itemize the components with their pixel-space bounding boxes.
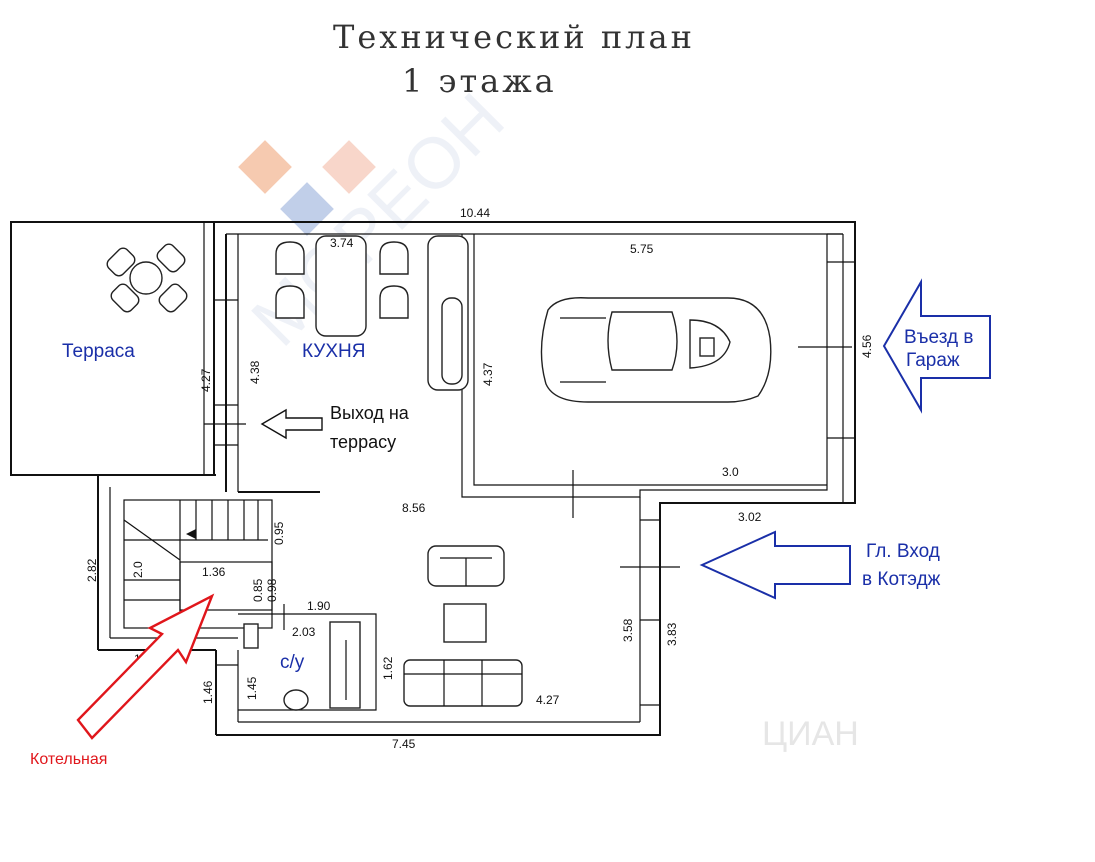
dim-boiler-h1: 0.85 bbox=[251, 578, 265, 602]
toilet-icon bbox=[283, 689, 309, 711]
dim-right-lower-top: 3.02 bbox=[738, 510, 762, 524]
main-entry-label-2: в Котэдж bbox=[862, 569, 941, 590]
dim-kitchen-table: 3.74 bbox=[330, 236, 354, 250]
garage: 5.75 4.37 4.56 3.0 bbox=[481, 242, 874, 518]
main-entry-label-1: Гл. Вход bbox=[866, 541, 940, 562]
dim-bath-left-2: 1.46 bbox=[201, 680, 215, 704]
dim-living-right-1: 3.58 bbox=[621, 618, 635, 642]
sofa-icon bbox=[403, 659, 523, 707]
main-entry-arrow: Гл. Вход в Котэдж bbox=[699, 530, 941, 600]
boiler-label: Котельная bbox=[30, 751, 107, 768]
terrace-exit-arrow: Выход на террасу bbox=[204, 403, 410, 452]
dim-bath-right: 1.62 bbox=[381, 656, 395, 680]
garage-entry-label-2: Гараж bbox=[906, 350, 960, 371]
dim-bath-left-1: 1.45 bbox=[245, 676, 259, 700]
kitchen-furniture: 3.74 КУХНЯ 4.38 bbox=[248, 235, 469, 391]
terrace-table-icon bbox=[106, 243, 188, 313]
dim-garage-left: 4.37 bbox=[481, 362, 495, 386]
dim-bath-top: 1.90 bbox=[307, 599, 331, 613]
dim-stair-run: 2.0 bbox=[131, 561, 145, 578]
armchair-icon bbox=[427, 545, 505, 587]
living-area: 4.27 3.58 3.83 bbox=[403, 545, 680, 707]
kitchen-table-icon bbox=[315, 235, 367, 337]
watermark-corner: ЦИАН bbox=[762, 715, 859, 753]
dim-living-bottom: 4.27 bbox=[536, 693, 560, 707]
dim-living-right-2: 3.83 bbox=[665, 622, 679, 646]
dim-bottom-total: 7.45 bbox=[392, 737, 416, 751]
terrace: Терраса 4.27 bbox=[10, 221, 215, 476]
dim-top-total: 10.44 bbox=[460, 206, 490, 220]
dim-stair-width: 2.82 bbox=[85, 558, 99, 582]
garage-entry-label-1: Въезд в bbox=[904, 327, 973, 348]
bathroom-label: с/у bbox=[280, 652, 305, 673]
dim-hall: 8.56 bbox=[402, 501, 426, 515]
terrace-exit-label-2: террасу bbox=[330, 432, 396, 452]
dim-garage-bottom: 3.0 bbox=[722, 465, 739, 479]
plan-title-line2: 1 этажа bbox=[402, 62, 557, 100]
dim-garage-right: 4.56 bbox=[860, 334, 874, 358]
boiler-arrow: Котельная bbox=[30, 593, 215, 768]
shower-icon bbox=[329, 621, 361, 709]
bathroom: 1.90 2.03 с/у 1.62 1.45 1.46 bbox=[201, 599, 395, 711]
dim-terrace-left: 4.27 bbox=[199, 368, 213, 392]
garage-entry-arrow: Въезд в Гараж bbox=[882, 278, 991, 414]
dim-boiler-w: 1.36 bbox=[202, 565, 226, 579]
terrace-exit-label-1: Выход на bbox=[330, 403, 410, 423]
kitchen-label: КУХНЯ bbox=[302, 341, 365, 362]
coffee-table-icon bbox=[443, 603, 487, 643]
terrace-label: Терраса bbox=[62, 341, 135, 362]
dim-kitchen-left: 4.38 bbox=[248, 360, 262, 384]
dim-bath-inner: 2.03 bbox=[292, 625, 316, 639]
dim-stairs-side: 0.95 bbox=[272, 521, 286, 545]
dim-garage-top: 5.75 bbox=[630, 242, 654, 256]
car-icon bbox=[540, 297, 772, 403]
dim-boiler-h2: 0.98 bbox=[265, 578, 279, 602]
plan-title-line1: Технический план bbox=[333, 18, 695, 56]
